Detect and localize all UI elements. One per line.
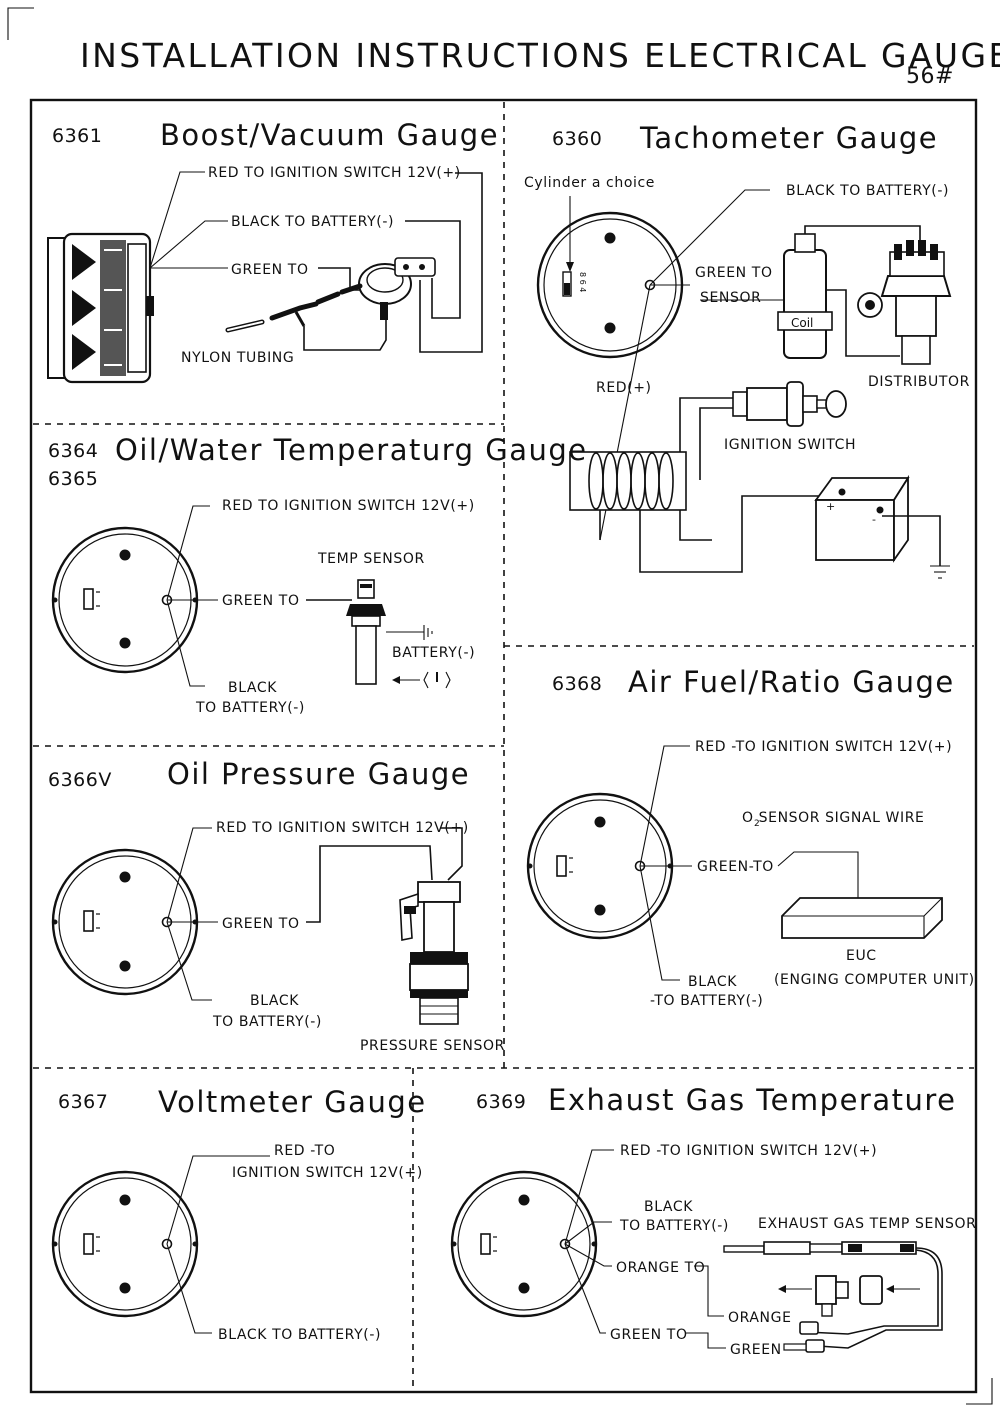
egt-red-label: RED -TO IGNITION SWITCH 12V(+) bbox=[620, 1143, 877, 1159]
tach-battery: + - bbox=[814, 474, 910, 563]
oil-code: 6366V bbox=[48, 769, 112, 791]
egt-sensor-label: EXHAUST GAS TEMP SENSOR bbox=[758, 1216, 976, 1232]
volt-red-label-1: RED -TO bbox=[274, 1143, 335, 1159]
egt-green-label: GREEN bbox=[730, 1342, 782, 1358]
temp-red-label: RED TO IGNITION SWITCH 12V(+) bbox=[222, 498, 475, 514]
tach-dip-switch-label: 8 6 4 bbox=[578, 272, 587, 292]
tach-black-label: BLACK TO BATTERY(-) bbox=[786, 183, 949, 199]
temp-green-label: GREEN TO bbox=[222, 593, 300, 609]
temp-gauge-face bbox=[51, 526, 199, 674]
volt-gauge-face bbox=[51, 1170, 199, 1318]
svg-text:+: + bbox=[826, 500, 835, 513]
afr-o2-subscript: 2 bbox=[754, 819, 760, 829]
temp-sensor-label: TEMP SENSOR bbox=[317, 551, 425, 567]
panel-boost-vacuum: 6361 Boost/Vacuum Gauge RED TO IGNITION … bbox=[47, 118, 499, 384]
nylon-tubing bbox=[225, 283, 387, 351]
boost-title: Boost/Vacuum Gauge bbox=[160, 118, 499, 152]
panel-oil-pressure: 6366V Oil Pressure Gauge RED TO IGNITION… bbox=[48, 757, 505, 1054]
euc-module bbox=[781, 897, 943, 939]
volt-black-label: BLACK TO BATTERY(-) bbox=[218, 1327, 381, 1343]
euc-label: EUC bbox=[846, 948, 877, 964]
egt-black-label-2: TO BATTERY(-) bbox=[619, 1218, 729, 1234]
pressure-sensor bbox=[399, 881, 469, 1025]
temp-sensor bbox=[346, 579, 386, 685]
panel-temperature: 6364 6365 Oil/Water Temperaturg Gauge RE… bbox=[48, 433, 588, 716]
afr-black-label-2: -TO BATTERY(-) bbox=[650, 993, 763, 1009]
temp-black-label-2: TO BATTERY(-) bbox=[195, 700, 305, 716]
tach-code: 6360 bbox=[552, 128, 602, 150]
oil-title: Oil Pressure Gauge bbox=[167, 757, 470, 791]
ignition-switch-label: IGNITION SWITCH bbox=[724, 437, 856, 453]
temp-code-2: 6365 bbox=[48, 468, 98, 490]
volt-title: Voltmeter Gauge bbox=[158, 1085, 427, 1119]
egt-fittings bbox=[778, 1275, 920, 1317]
euc-full-label: (ENGING COMPUTER UNIT) bbox=[774, 972, 975, 988]
afr-black-label-1: BLACK bbox=[688, 974, 737, 990]
panel-tachometer: 6360 Tachometer Gauge Cylinder a choice … bbox=[524, 121, 970, 579]
afr-red-label: RED -TO IGNITION SWITCH 12V(+) bbox=[695, 739, 952, 755]
oil-black-label-2: TO BATTERY(-) bbox=[212, 1014, 322, 1030]
boost-sender-unit bbox=[358, 257, 436, 320]
oil-green-label: GREEN TO bbox=[222, 916, 300, 932]
egt-title: Exhaust Gas Temperature bbox=[548, 1083, 956, 1117]
boost-green-label: GREEN TO bbox=[231, 262, 309, 278]
boost-red-label: RED TO IGNITION SWITCH 12V(+) bbox=[208, 165, 461, 181]
boost-gauge-side-view bbox=[47, 232, 154, 384]
coil-label: Coil bbox=[791, 316, 813, 330]
afr-title: Air Fuel/Ratio Gauge bbox=[628, 665, 955, 699]
tach-green-label: GREEN TO bbox=[695, 265, 773, 281]
temp-battery-label: BATTERY(-) bbox=[392, 645, 475, 661]
panel-voltmeter: 6367 Voltmeter Gauge RED -TO IGNITION SW… bbox=[51, 1085, 427, 1343]
panel-exhaust-gas-temperature: 6369 Exhaust Gas Temperature RED -TO IGN… bbox=[450, 1083, 976, 1358]
ignition-switch bbox=[732, 381, 847, 427]
temp-title: Oil/Water Temperaturg Gauge bbox=[115, 433, 588, 467]
egt-probe bbox=[723, 1241, 943, 1353]
tach-title: Tachometer Gauge bbox=[639, 121, 938, 155]
egt-orange-label: ORANGE bbox=[728, 1310, 792, 1326]
distributor bbox=[857, 240, 952, 365]
egt-green-to-label: GREEN TO bbox=[610, 1327, 688, 1343]
oil-red-label: RED TO IGNITION SWITCH 12V(+) bbox=[216, 820, 469, 836]
svg-text:-: - bbox=[872, 513, 876, 526]
outer-frame bbox=[29, 98, 978, 1394]
distributor-label: DISTRIBUTOR bbox=[868, 374, 970, 390]
volt-code: 6367 bbox=[58, 1091, 108, 1113]
tach-red-label: RED(+) bbox=[596, 380, 652, 396]
panel-air-fuel-ratio: 6368 Air Fuel/Ratio Gauge RED -TO IGNITI… bbox=[526, 665, 975, 1009]
boost-code: 6361 bbox=[52, 125, 102, 147]
afr-code: 6368 bbox=[552, 673, 602, 695]
pressure-sensor-label: PRESSURE SENSOR bbox=[360, 1038, 505, 1054]
corner-mark-top-left bbox=[7, 7, 34, 40]
ignition-coil: Coil bbox=[777, 233, 833, 359]
temp-code-1: 6364 bbox=[48, 440, 98, 462]
boost-black-label: BLACK TO BATTERY(-) bbox=[231, 214, 394, 230]
egt-orange-to-label: ORANGE TO bbox=[616, 1260, 705, 1276]
afr-green-label: GREEN-TO bbox=[697, 859, 774, 875]
page-number: 56# bbox=[906, 64, 954, 89]
oil-black-label-1: BLACK bbox=[250, 993, 299, 1009]
boost-tubing-label: NYLON TUBING bbox=[181, 350, 294, 366]
volt-red-label-2: IGNITION SWITCH 12V(+) bbox=[232, 1165, 423, 1181]
egt-gauge-face bbox=[450, 1170, 598, 1318]
page-title: INSTALLATION INSTRUCTIONS ELECTRICAL GAU… bbox=[80, 36, 1000, 75]
egt-code: 6369 bbox=[476, 1091, 526, 1113]
terminal-block bbox=[569, 451, 687, 511]
temp-black-label-1: BLACK bbox=[228, 680, 277, 696]
tach-cylinder-label: Cylinder a choice bbox=[524, 175, 655, 191]
corner-mark-bottom-right bbox=[966, 1378, 993, 1405]
afr-o2-label: O SENSOR SIGNAL WIRE bbox=[742, 810, 924, 826]
egt-black-label-1: BLACK bbox=[644, 1199, 693, 1215]
tach-sensor-label: SENSOR bbox=[700, 290, 761, 306]
